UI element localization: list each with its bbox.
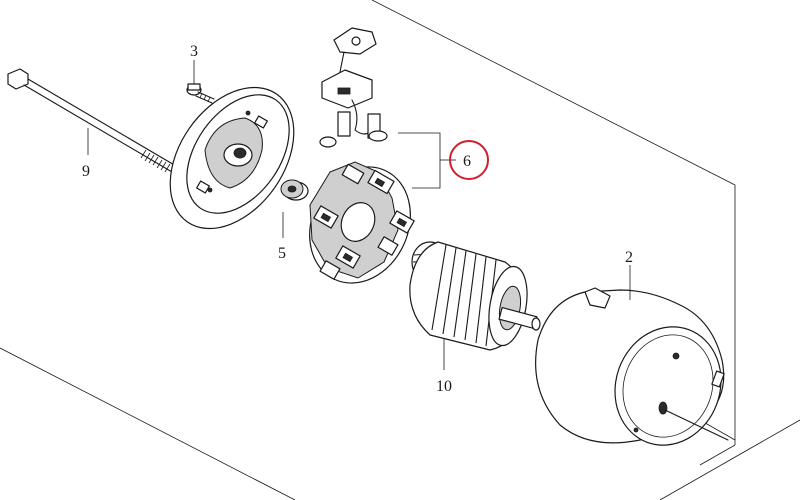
screw-part xyxy=(186,83,215,104)
callout-3: 3 xyxy=(190,43,198,60)
callout-9: 9 xyxy=(82,163,90,180)
callout-10: 10 xyxy=(436,378,452,395)
brush-part xyxy=(319,27,388,148)
highlight-circle xyxy=(449,140,489,180)
bushing-part xyxy=(280,179,309,201)
callout-labels: 3 9 5 6 2 10 xyxy=(82,43,633,395)
end-cover-part xyxy=(169,86,295,230)
brush-holder-plate-part xyxy=(309,161,415,284)
armature-part xyxy=(409,241,541,351)
callout-2: 2 xyxy=(625,249,633,266)
callout-6: 6 xyxy=(463,153,471,170)
leader-lines xyxy=(87,60,631,370)
callout-5: 5 xyxy=(278,245,286,262)
through-bolt-part xyxy=(7,68,177,173)
yoke-housing-part xyxy=(535,287,729,446)
